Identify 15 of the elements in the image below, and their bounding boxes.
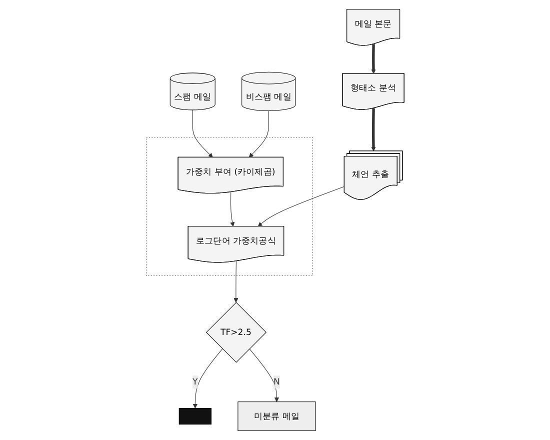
edge-label: Y	[192, 376, 198, 387]
arrow	[192, 348, 223, 408]
node-diamond: TF>2.5	[206, 302, 266, 363]
arrow	[192, 110, 213, 158]
arrow	[233, 260, 238, 303]
edge-label: N	[273, 376, 280, 387]
arrow	[258, 186, 344, 227]
arrow	[370, 108, 376, 152]
arrow	[230, 192, 234, 227]
node-box: 미분류 메일	[238, 402, 316, 431]
node-box	[178, 408, 212, 425]
cluster	[146, 137, 313, 276]
arrow	[248, 348, 279, 402]
arrow	[370, 44, 376, 74]
arrow	[248, 110, 269, 158]
